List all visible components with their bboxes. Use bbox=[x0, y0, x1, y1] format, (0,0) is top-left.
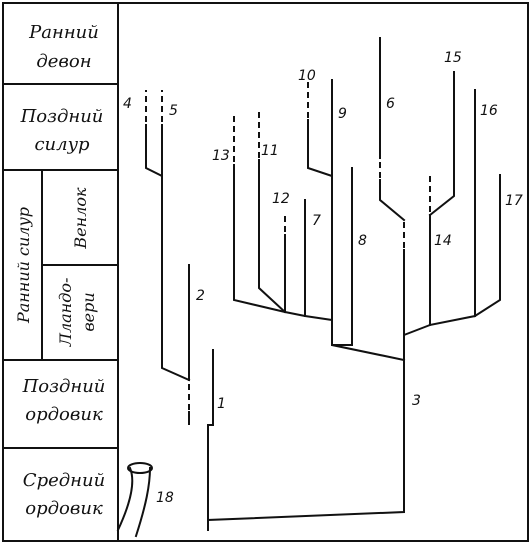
label-late-ordovician-1: Поздний bbox=[22, 376, 106, 397]
label-middle-ordovician-1: Средний bbox=[23, 470, 105, 491]
label-early-silurian: Ранний силур bbox=[14, 207, 33, 324]
num-6: 6 bbox=[386, 96, 395, 112]
label-late-ordovician-2: ордовик bbox=[25, 404, 103, 425]
num-17: 17 bbox=[505, 193, 523, 209]
label-early-devonian-1: Ранний bbox=[28, 22, 99, 43]
num-5: 5 bbox=[169, 103, 178, 119]
branch-11 bbox=[259, 160, 285, 312]
branch-numbers: 1 2 3 4 5 6 7 8 9 10 11 12 13 14 15 16 1… bbox=[123, 50, 523, 506]
num-8: 8 bbox=[358, 233, 367, 249]
num-14: 14 bbox=[434, 233, 452, 249]
label-middle-ordovician-2: ордовик bbox=[25, 498, 103, 519]
branch-3-trunk bbox=[208, 360, 404, 530]
branch-4 bbox=[146, 125, 189, 380]
num-10: 10 bbox=[298, 68, 316, 84]
branch-15 bbox=[430, 72, 454, 215]
num-3: 3 bbox=[412, 393, 421, 409]
stratigraphic-column: Ранний девон Поздний силур Ранний силур … bbox=[3, 3, 118, 541]
num-7: 7 bbox=[312, 213, 321, 229]
label-llandovery-2: вери bbox=[79, 292, 98, 331]
num-18: 18 bbox=[156, 490, 174, 506]
label-early-devonian-2: девон bbox=[36, 51, 91, 72]
num-9: 9 bbox=[338, 106, 347, 122]
branch-8 bbox=[332, 168, 352, 345]
branch-18-opening bbox=[128, 463, 152, 473]
label-wenlock: Венлок bbox=[71, 187, 90, 250]
branch-1-top bbox=[208, 350, 213, 425]
num-4: 4 bbox=[123, 96, 132, 112]
branch-17 bbox=[475, 175, 500, 316]
num-12: 12 bbox=[272, 191, 290, 207]
num-13: 13 bbox=[212, 148, 230, 164]
branch-18-left bbox=[118, 468, 132, 530]
num-11: 11 bbox=[261, 143, 279, 159]
branch-16 bbox=[430, 90, 475, 325]
label-late-silurian-2: силур bbox=[34, 134, 90, 155]
num-2: 2 bbox=[196, 288, 205, 304]
num-16: 16 bbox=[480, 103, 498, 119]
branch-6-lower bbox=[380, 180, 404, 220]
branch-18-right bbox=[136, 468, 150, 536]
label-llandovery-1: Лландо- bbox=[56, 278, 75, 348]
num-15: 15 bbox=[444, 50, 462, 66]
num-1: 1 bbox=[217, 396, 226, 412]
branch-14 bbox=[404, 215, 430, 360]
label-late-silurian-1: Поздний bbox=[20, 106, 104, 127]
